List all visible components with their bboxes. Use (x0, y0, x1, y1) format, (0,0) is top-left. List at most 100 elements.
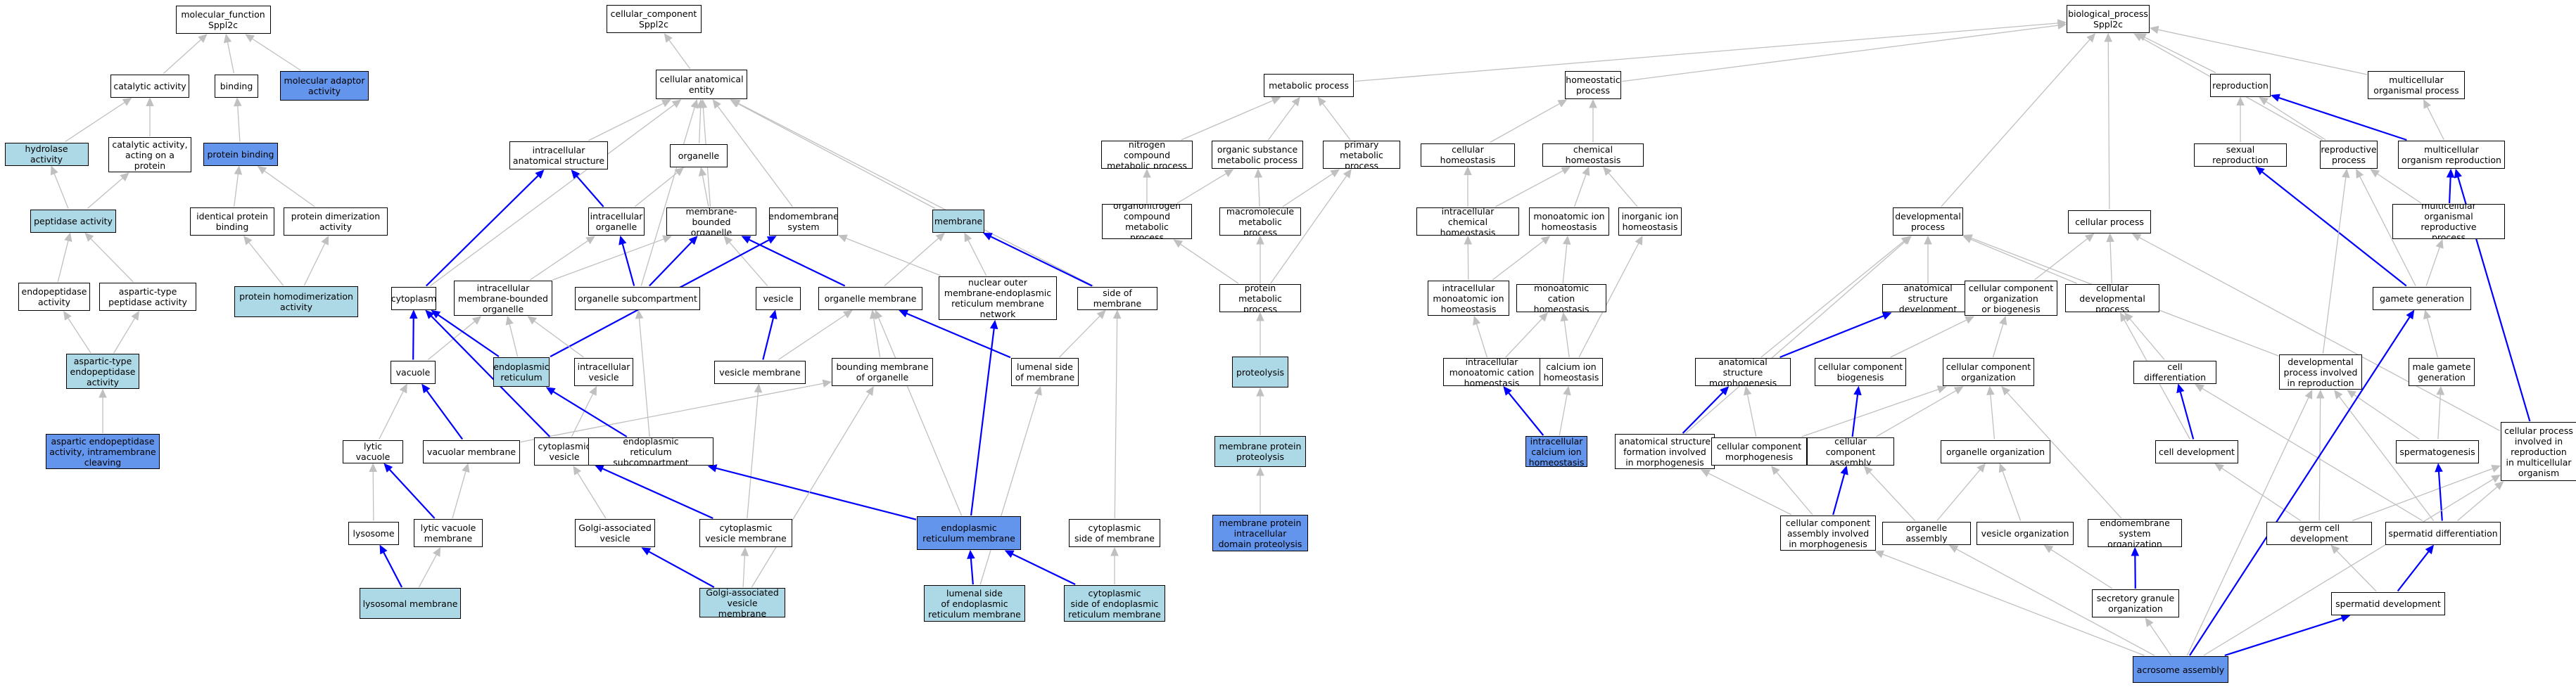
arrowhead-peptidase-to-catalyticprot (120, 172, 129, 181)
edge-anatmorph-to-developmental (1760, 241, 1905, 358)
edge-identprotbind-to-proteinbinding (233, 174, 239, 207)
arrowhead-protomodimer-to-identprotbind (243, 236, 253, 245)
arrowhead-peptidase-to-hydrolase (50, 165, 58, 176)
arrowhead-orgsub-to-intraorg (618, 235, 627, 245)
edge-germcelldev-to-celldev (2221, 468, 2302, 522)
arrowhead-spermdiff-to-cellprocrepro (2494, 481, 2504, 490)
arrowhead-orgorg-to-ccorg (1986, 385, 1995, 395)
edge-cae-to-cc (668, 39, 691, 70)
arrowhead-lyticvacmem-to-lyticvac (383, 463, 393, 473)
edge-acrosome-to-secretory (2149, 624, 2171, 656)
node-hydrolase: hydrolase activity (4, 142, 89, 166)
arrowhead-lyticvac-to-vacuole (399, 383, 407, 394)
edge-devrepro-to-reproprocess (2322, 177, 2347, 354)
node-monoatomic: monoatomic ion homeostasis (1529, 207, 1609, 236)
node-ccmorph: cellular component morphogenesis (1711, 437, 1807, 466)
node-inorganic: inorganic ion homeostasis (1618, 207, 1682, 236)
edge-ermem-to-orgmem (877, 317, 963, 516)
edge-celldevproc-to-cellularproc (2109, 241, 2112, 284)
edge-intramonocat-to-monocation (1505, 318, 1543, 358)
edge-intraorg-to-organelle (634, 172, 678, 207)
node-anatdev: anatomical structure development (1882, 284, 1974, 312)
arrowhead-calciumion-to-monocation (1560, 312, 1569, 322)
node-proteolysis: proteolysis (1232, 357, 1288, 387)
node-lumenalER: lumenal side of endoplasmic reticulum me… (924, 585, 1025, 622)
arrowhead-cytoplasm-to-intracanat (535, 169, 545, 179)
edge-hydrolase-to-catalytic (65, 102, 125, 143)
node-endomemorg: endomembrane system organization (2088, 519, 2182, 547)
arrowhead-acrosome-to-devrepro (2304, 389, 2313, 399)
arrowhead-intramonocat-to-monocation (1539, 312, 1549, 322)
edge-secretory-to-vesorg (2050, 549, 2113, 589)
arrowhead-anatform-to-developmental (1902, 236, 1912, 245)
node-monocation: monoatomic cation homeostasis (1516, 284, 1606, 312)
edge-celldiff-to-celldevproc (2129, 318, 2165, 360)
edge-orgmem-to-membrane (884, 238, 939, 286)
edge-lumenalside-to-orgmem (906, 312, 1011, 359)
arrowhead-endopeptidase-to-peptidase (64, 232, 72, 243)
arrowhead-vacuole-to-intramembbound (471, 316, 482, 325)
edge-vacmem-to-vacuole (426, 390, 464, 440)
edge-acrosome-to-ccassemblymorph (1882, 553, 2145, 656)
edge-acrosome-to-gametegen (2189, 316, 2411, 656)
edge-cytovesmem-to-cytovesicle (602, 468, 713, 520)
edge-protmetab-to-organonitro (1180, 243, 1239, 284)
edge-intravesicle-to-intramembbound (533, 320, 584, 358)
edge-lysomem-to-lysosome (383, 551, 403, 588)
arrowhead-catalyticprot-to-catalytic (146, 97, 154, 106)
node-anatmorph: anatomical structure morphogenesis (1695, 358, 1791, 386)
arrowhead-vesiclemem-to-orgmem (843, 309, 853, 319)
edge-orgmem-to-membbound (748, 238, 846, 287)
edge-vacuole-to-cytoplasm (412, 318, 414, 360)
edge-organicsub-to-metab (1267, 103, 1296, 141)
node-celldevproc: cellular developmental process (2065, 284, 2159, 312)
edge-multirepro-to-multicellular (2426, 106, 2444, 141)
arrowhead-cellprocrepro-to-cellularproc (2131, 233, 2142, 242)
edge-cytoplasm-to-cae (430, 104, 675, 287)
edge-acrosome-to-orgassembly (1955, 549, 2155, 656)
arrowhead-secretory-to-endomemorg (2131, 546, 2140, 556)
edge-ermem-to-ersub (716, 467, 917, 520)
arrowhead-malegamete-to-gametegen (2423, 309, 2432, 320)
arrowhead-ccorg-to-ccorgbio (1999, 315, 2007, 326)
edge-endomemsys-to-cae (717, 105, 793, 207)
edge-ccorg-to-ccorgbio (1992, 323, 2004, 358)
arrowhead-intracalcium-to-calciumion (1563, 385, 1571, 396)
arrowhead-protomodimer-to-protdimer (321, 235, 329, 245)
arrowhead-cae-to-cc (664, 33, 673, 43)
node-ersub: endoplasmic reticulum subcompartment (588, 437, 713, 466)
node-asparticendo: aspartic-type endopeptidase activity (66, 354, 139, 389)
arrowhead-lyticvacmem-to-vacmem (462, 463, 470, 473)
edge-endomemorg-to-ccorg (2006, 392, 2122, 519)
arrowhead-multirepro-to-multicellular (2423, 98, 2431, 109)
arrowhead-organonitro-to-nitrogen (1143, 168, 1151, 178)
edge-calciumion-to-monocation (1563, 320, 1570, 358)
node-sidemem: side of membrane (1077, 286, 1157, 310)
arrowhead-intrachem-to-cellhomeo (1464, 166, 1472, 175)
edge-ccassemblymorph-to-ccassembly (1832, 473, 1846, 515)
arrowhead-lysomem-to-lyticvacmem (433, 546, 441, 557)
arrowhead-ccassembly-to-ccorg (1953, 386, 1964, 395)
edge-orgassembly-to-orgorg (1936, 469, 1981, 521)
node-vacuole: vacuole (391, 360, 436, 384)
arrowhead-ccassemblymorph-to-anatform (1700, 469, 1711, 478)
edge-intracalcium-to-calciumion (1559, 394, 1568, 436)
edge-asparticpep-to-peptidase (90, 238, 134, 283)
node-cellularproc: cellular process (2068, 210, 2151, 233)
arrowhead-proteinbinding-to-binding (234, 97, 242, 107)
arrowhead-er-to-endomemsys (766, 236, 777, 244)
edge-orgsub-to-intraorg (621, 243, 635, 286)
node-vacmem: vacuolar membrane (423, 440, 520, 463)
node-spermatogenesis: spermatogenesis (2396, 440, 2479, 463)
arrowhead-spermatogenesis-to-devrepro (2347, 390, 2356, 399)
edge-multicellular-to-bp (2157, 29, 2368, 75)
node-lysomem: lysosomal membrane (360, 588, 461, 619)
node-metab: metabolic process (1264, 73, 1354, 97)
arrowhead-moladaptor-to-mf (245, 34, 255, 43)
arrowhead-vesiclemem-to-vesicle (769, 309, 778, 320)
node-reproduction: reproduction (2210, 73, 2271, 97)
edge-lumenalside-to-sidemem (1059, 315, 1100, 358)
edge-ermem-to-nuclearouter (970, 328, 995, 516)
arrowhead-ccassembly-to-ccbiogen (1853, 385, 1862, 396)
arrowhead-ccorgbio-to-cellularproc (2084, 233, 2095, 243)
